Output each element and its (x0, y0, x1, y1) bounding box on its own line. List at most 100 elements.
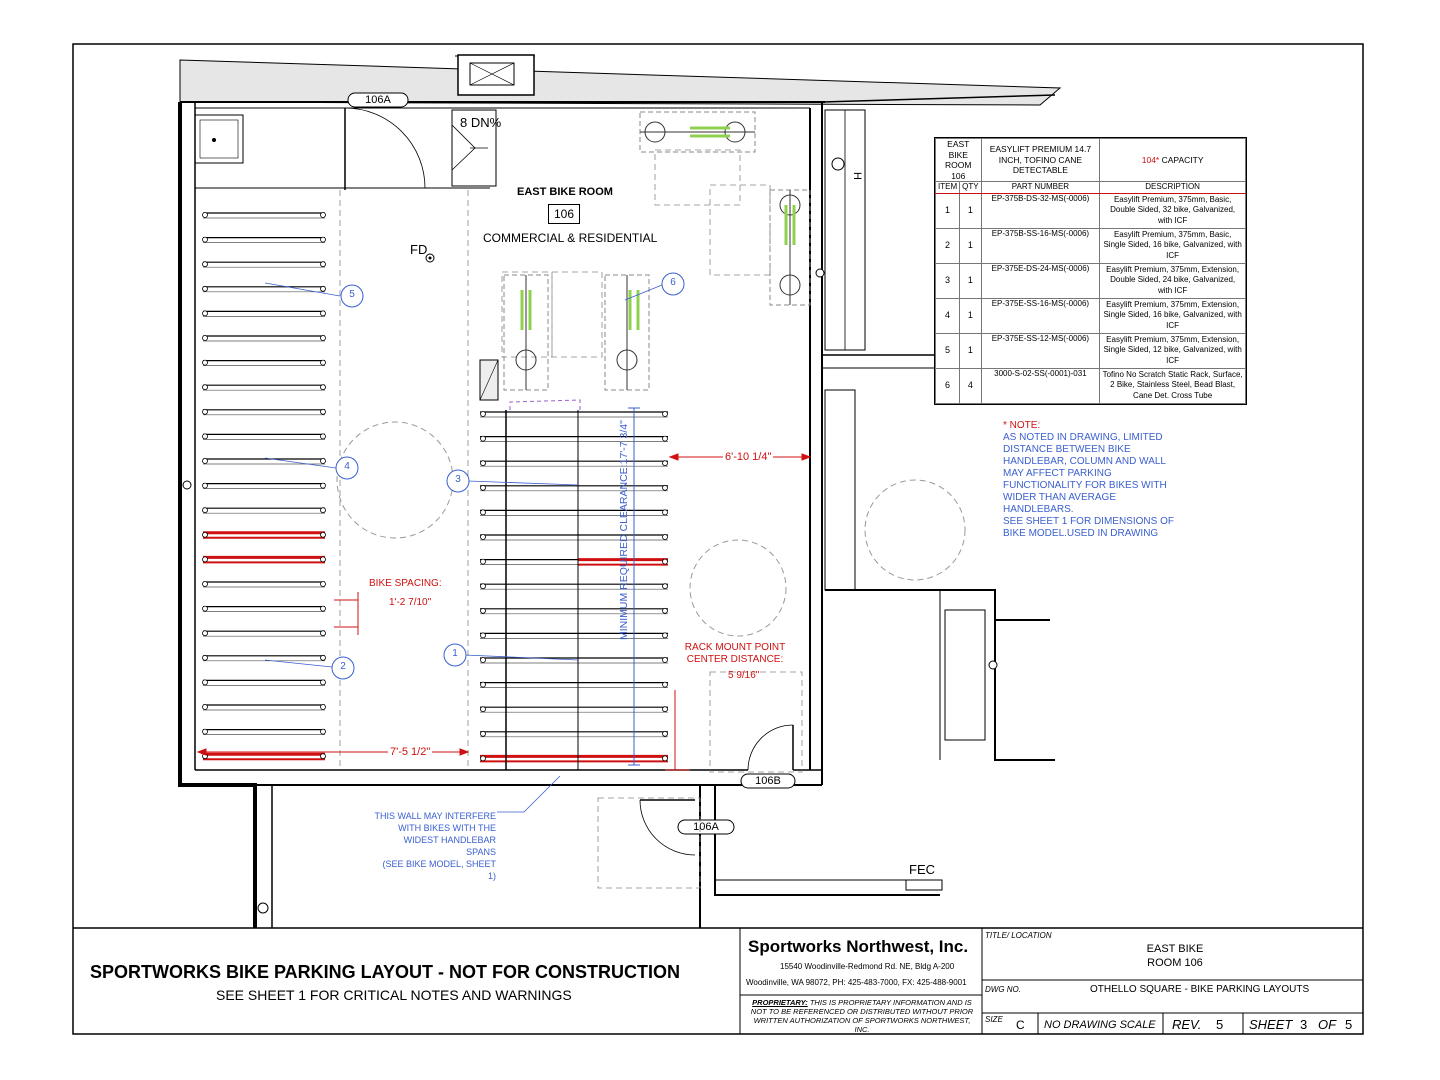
aisle-width-dim: 7'-5 1/2" (388, 746, 433, 758)
bike-slot (202, 679, 326, 686)
sheet-label: SHEET (1249, 1017, 1293, 1032)
company-name: Sportworks Northwest, Inc. (748, 937, 969, 956)
rev-value: 5 (1216, 1017, 1224, 1032)
location-line-2: ROOM 106 (1147, 957, 1203, 969)
rack-mount-value: 5 9/16" (728, 670, 760, 681)
door-tag-106a-bottom: 106A (693, 821, 719, 833)
tofino-static-racks (503, 111, 811, 391)
bike-slot (202, 212, 326, 219)
dwg-value: OTHELLO SQUARE - BIKE PARKING LAYOUTS (1090, 984, 1310, 995)
bike-slot (480, 706, 668, 713)
bike-slot (480, 435, 668, 442)
fec-label: FEC (909, 862, 935, 877)
sheet-subtitle: SEE SHEET 1 FOR CRITICAL NOTES AND WARNI… (216, 987, 572, 1003)
bike-slot (202, 236, 326, 243)
bike-slot (480, 632, 668, 639)
bike-slot (202, 482, 326, 489)
dimension-lines (196, 453, 812, 771)
room-name: EAST BIKE ROOM (517, 186, 613, 198)
bike-slot (202, 654, 326, 662)
bike-slot (202, 531, 326, 539)
bike-slot (202, 581, 326, 588)
sheet-value: 3 (1300, 1017, 1308, 1032)
vent-shaft (457, 54, 535, 96)
bike-slot (202, 408, 326, 416)
bike-spacing-label: BIKE SPACING: (369, 578, 442, 589)
callout-leaders (264, 282, 663, 813)
col-desc: DESCRIPTION (1099, 181, 1246, 194)
size-label: SIZE (985, 1015, 1003, 1024)
room-number-tag: 106 (548, 204, 580, 224)
callout-4: 4 (344, 461, 350, 472)
col-qty: QTY (959, 181, 982, 194)
company-address-1: 15540 Woodinville-Redmond Rd. NE, Bldg A… (780, 962, 955, 971)
bike-slot (202, 384, 326, 391)
h-mark: H (850, 172, 863, 180)
col-part: PART NUMBER (980, 181, 1101, 194)
callout-1: 1 (452, 648, 458, 659)
center-bike-rack (480, 410, 668, 770)
col-item: ITEM (934, 181, 961, 194)
rev-label: REV. (1172, 1017, 1202, 1032)
bike-slot (480, 534, 668, 541)
parts-location: EAST BIKE ROOM 106 (935, 138, 982, 182)
ramp-label: 8 DN% (460, 115, 502, 130)
west-wall (178, 102, 257, 928)
bike-slot (202, 310, 326, 317)
bike-slot (202, 704, 326, 711)
bike-slot (480, 681, 668, 688)
rack-mount-label-1: RACK MOUNT POINT (684, 642, 786, 653)
side-note: * NOTE: AS NOTED IN DRAWING, LIMITED DIS… (1003, 420, 1174, 539)
bike-slot (480, 754, 668, 763)
title-block-grid (739, 928, 1363, 1034)
bike-slot (480, 558, 668, 566)
title-location-label: TITLE/ LOCATION (985, 931, 1052, 940)
right-clearance-dim: 6'-10 1/4" (723, 451, 774, 463)
size-value: C (1016, 1018, 1025, 1032)
bike-slot (202, 555, 326, 564)
floor-drain-label: FD (410, 242, 428, 257)
parts-capacity: 104* CAPACITY (1099, 138, 1246, 182)
dwg-label: DWG NO. (985, 985, 1021, 994)
bike-slot (202, 752, 326, 761)
bike-slot (480, 657, 668, 664)
left-bike-rack (202, 212, 326, 761)
proprietary-note: PROPRIETARY: THIS IS PROPRIETARY INFORMA… (750, 998, 974, 1034)
bike-slot (480, 460, 668, 467)
room-use: COMMERCIAL & RESIDENTIAL (483, 231, 658, 245)
bike-slot (202, 359, 326, 366)
bike-slot (480, 730, 668, 738)
bike-slot (202, 285, 326, 293)
callout-5: 5 (349, 289, 355, 300)
callout-2: 2 (340, 661, 346, 672)
clearance-line (628, 407, 640, 766)
callout-6: 6 (670, 277, 676, 288)
door-tag-106b: 106B (755, 775, 781, 787)
bike-slot (202, 728, 326, 735)
bike-slot (480, 411, 668, 418)
bike-slot (480, 607, 668, 615)
bike-slot (202, 335, 326, 342)
bike-slot (202, 261, 326, 268)
of-label: OF (1318, 1017, 1337, 1032)
company-address-2: Woodinville, WA 98072, PH: 425-483-7000,… (746, 978, 967, 987)
bike-slot (480, 484, 668, 492)
bike-slot (202, 507, 326, 514)
location-line-1: EAST BIKE (1146, 943, 1204, 955)
bike-slot (480, 583, 668, 590)
parts-product: EASYLIFT PREMIUM 14.7 INCH, TOFINO CANE … (980, 138, 1101, 182)
bike-slot (202, 458, 326, 465)
bike-slot (202, 605, 326, 612)
callout-circles (331, 272, 685, 680)
bike-slot (202, 630, 326, 637)
rack-mount-label-2: CENTER DISTANCE: (686, 654, 784, 665)
door-tag-106a-top: 106A (365, 94, 391, 106)
wall-interference-note: THIS WALL MAY INTERFERE WITH BIKES WITH … (374, 811, 496, 881)
callout-3: 3 (455, 474, 461, 485)
